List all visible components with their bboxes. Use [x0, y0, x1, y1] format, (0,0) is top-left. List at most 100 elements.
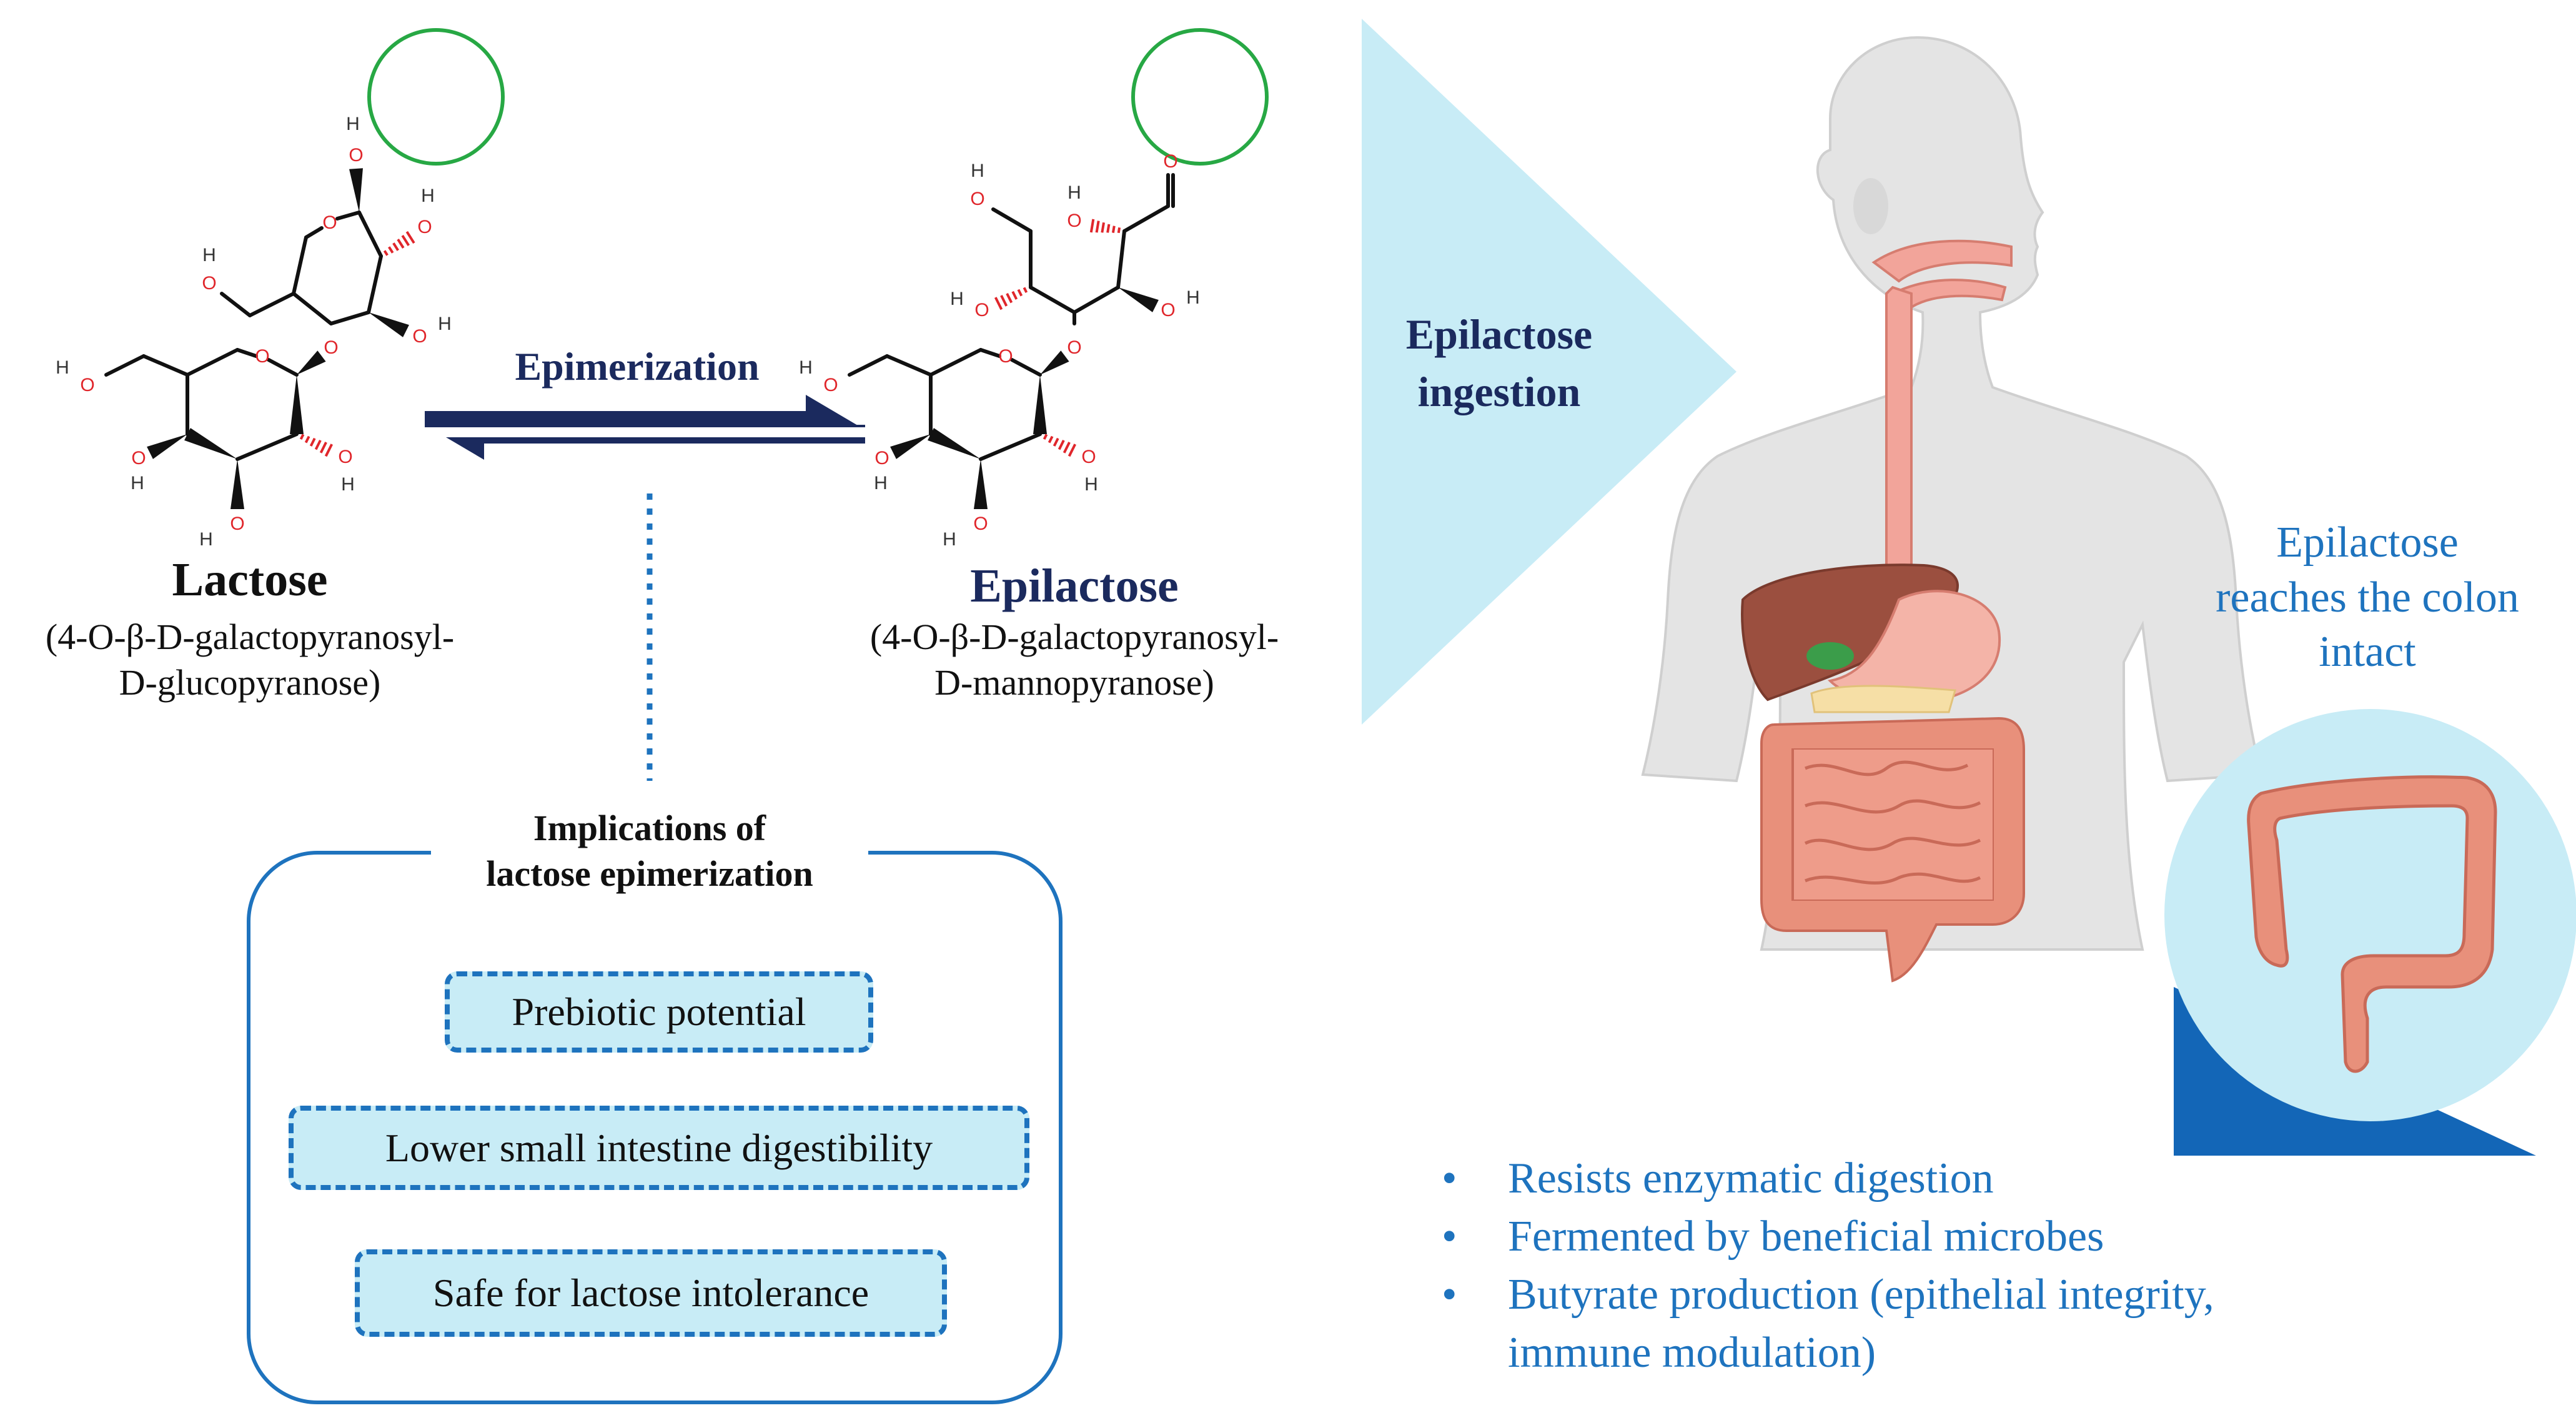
atom-label: O	[874, 448, 889, 469]
implications-title-line1: Implications of	[533, 808, 766, 848]
hash-bond	[1095, 221, 1100, 233]
atom-label: O	[324, 337, 338, 358]
atom-label: O	[1161, 300, 1175, 320]
atom-label: O	[1067, 337, 1081, 358]
outcome-text: Fermented by beneficial microbes	[1508, 1212, 2104, 1261]
bullet-icon: •	[1442, 1154, 1457, 1202]
atom-label: O	[823, 375, 838, 395]
wedge-bond	[890, 434, 931, 459]
ingestion-triangle	[1362, 19, 1736, 725]
hash-bond	[1023, 287, 1028, 294]
atom-label: H	[199, 529, 213, 550]
bond-line	[304, 226, 324, 239]
atom-label: O	[255, 346, 269, 367]
hash-bond	[319, 442, 327, 454]
ingestion-label: Epilactose ingestion	[1362, 306, 1637, 421]
outcome-item: • Fermented by beneficial microbes	[1430, 1207, 2214, 1266]
epilactose-name: Epilactose	[970, 560, 1179, 612]
hash-bond	[1048, 435, 1054, 444]
bond-line	[220, 292, 252, 317]
bond-line	[235, 432, 299, 461]
hash-bond	[1068, 444, 1077, 457]
wedge-bond	[1040, 350, 1069, 375]
bond-line	[929, 348, 983, 377]
atom-label: O	[1081, 447, 1096, 467]
bond-line	[248, 292, 295, 317]
hash-bond	[1000, 295, 1008, 307]
equilibrium-arrows	[425, 395, 865, 460]
bond-line	[235, 348, 258, 358]
hash-bond	[1006, 292, 1013, 304]
atom-label: H	[874, 473, 888, 493]
bullet-icon: •	[1442, 1271, 1457, 1319]
ingestion-label-line2: ingestion	[1417, 367, 1581, 415]
outcome-text: Butyrate production (epithelial integrit…	[1508, 1271, 2214, 1319]
implication-lactose-intolerance: Safe for lactose intolerance	[355, 1249, 947, 1337]
outcome-item: • Butyrate production (epithelial integri…	[1430, 1266, 2214, 1324]
hash-bond	[1101, 222, 1106, 233]
atom-label: O	[974, 300, 989, 320]
colon-caption: Epilactose reaches the colon intact	[2161, 515, 2574, 680]
hash-bond	[1106, 224, 1111, 233]
atom-label: H	[341, 474, 355, 495]
outcomes-list: • Resists enzymatic digestion • Fermented …	[1430, 1149, 2214, 1382]
bond-line	[1029, 285, 1076, 314]
gallbladder-illustration	[1806, 642, 1854, 670]
hash-bond	[304, 435, 310, 444]
atom-label: O	[80, 375, 94, 395]
bond-line	[1116, 229, 1126, 289]
bond-line	[292, 236, 308, 295]
epilactose-iupac-line1: (4-O-β-D-galactopyranosyl-	[869, 617, 1279, 657]
outcome-text: Resists enzymatic digestion	[1508, 1154, 1994, 1202]
bond-line	[104, 354, 146, 377]
atom-label: O	[1067, 211, 1081, 231]
atom-label: H	[799, 357, 813, 378]
hash-bond	[1111, 226, 1116, 233]
wedge-bond	[974, 459, 988, 509]
bond-line	[142, 354, 189, 377]
hash-bond	[314, 439, 322, 450]
epilactose-highlight-circle	[1131, 28, 1269, 166]
bond-line	[1073, 285, 1120, 314]
hash-bond	[1017, 289, 1023, 297]
wedge-bond	[369, 312, 409, 337]
wedge-bond	[1033, 375, 1047, 434]
bond-line	[367, 254, 383, 314]
implication-digestibility: Lower small intestine digestibility	[289, 1106, 1029, 1190]
atom-label: H	[1068, 182, 1081, 203]
hash-bond	[401, 234, 410, 247]
hash-bond	[383, 250, 389, 256]
atom-label: O	[131, 448, 146, 469]
atom-label: O	[998, 346, 1013, 367]
implication-prebiotic: Prebiotic potential	[445, 971, 873, 1053]
colon-caption-line3: intact	[2319, 628, 2416, 676]
ingestion-label-line1: Epilactose	[1405, 310, 1593, 358]
outcome-item: • Resists enzymatic digestion	[1430, 1149, 2214, 1207]
bond-line	[979, 432, 1042, 461]
atom-label: H	[131, 473, 144, 493]
atom-label: O	[412, 326, 427, 347]
hash-bond	[405, 231, 415, 244]
colon-caption-line2: reaches the colon	[2216, 573, 2519, 622]
bullet-icon: •	[1442, 1212, 1457, 1261]
epilactose-iupac-line2: D-mannopyranose)	[934, 662, 1214, 703]
wedge-bond	[928, 428, 981, 459]
atom-label: H	[1186, 287, 1200, 308]
atom-label: H	[438, 314, 452, 334]
bond-line	[1010, 358, 1042, 377]
colon-caption-line1: Epilactose	[2276, 518, 2459, 567]
atom-label: H	[971, 161, 984, 181]
small-intestine-illustration	[1794, 750, 1993, 900]
atom-label: H	[56, 357, 69, 378]
wedge-bond	[184, 428, 237, 459]
outcome-text: immune modulation)	[1508, 1329, 1876, 1377]
wedge-bond	[297, 350, 326, 375]
colon-illustration	[2247, 775, 2497, 1073]
bond-line	[991, 207, 1033, 233]
hash-bond	[1063, 442, 1071, 454]
atom-label: O	[970, 189, 984, 209]
wedge-bond	[1118, 287, 1159, 312]
hash-bond	[1053, 437, 1059, 447]
